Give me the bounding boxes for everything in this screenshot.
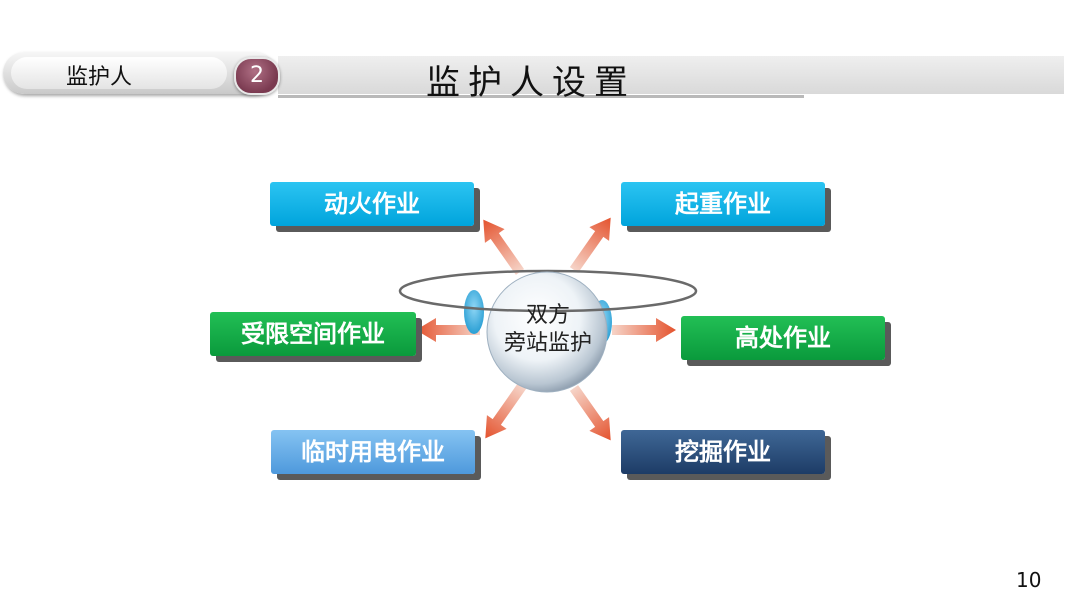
arrow-to-wajue <box>564 381 621 448</box>
orbit-ring-back <box>398 269 698 292</box>
center-label-line1: 双方 <box>525 303 570 328</box>
node-wajue-zuoye: 挖掘作业 <box>621 430 825 474</box>
page-number: 10 <box>1016 568 1042 592</box>
title-band <box>278 56 1064 94</box>
center-label: 双方 旁站监护 <box>488 302 608 358</box>
node-shouxian-kongjian-zuoye: 受限空间作业 <box>210 312 416 356</box>
center-label-line2: 旁站监护 <box>503 331 592 356</box>
arrow-to-qizhong <box>564 210 621 277</box>
arrow-to-gaochu <box>612 318 676 342</box>
node-gaochu-zuoye: 高处作业 <box>681 316 885 360</box>
section-pill <box>3 52 275 94</box>
node-linshi-yongdian-zuoye: 临时用电作业 <box>271 430 475 474</box>
page-title: 监护人设置 <box>426 63 636 103</box>
center-sphere <box>486 271 608 393</box>
section-number-badge: 2 <box>234 57 280 95</box>
node-qizhong-zuoye: 起重作业 <box>621 182 825 226</box>
arrow-to-linshi <box>475 379 532 446</box>
left-ring-tab <box>464 290 484 334</box>
node-dongho-zuoye: 动火作业 <box>270 182 474 226</box>
orbit-ring-front <box>398 290 698 313</box>
arrow-to-dongho <box>473 212 530 279</box>
title-underline <box>278 95 804 98</box>
section-label: 监护人 <box>66 65 133 90</box>
section-pill-inner <box>11 57 227 89</box>
